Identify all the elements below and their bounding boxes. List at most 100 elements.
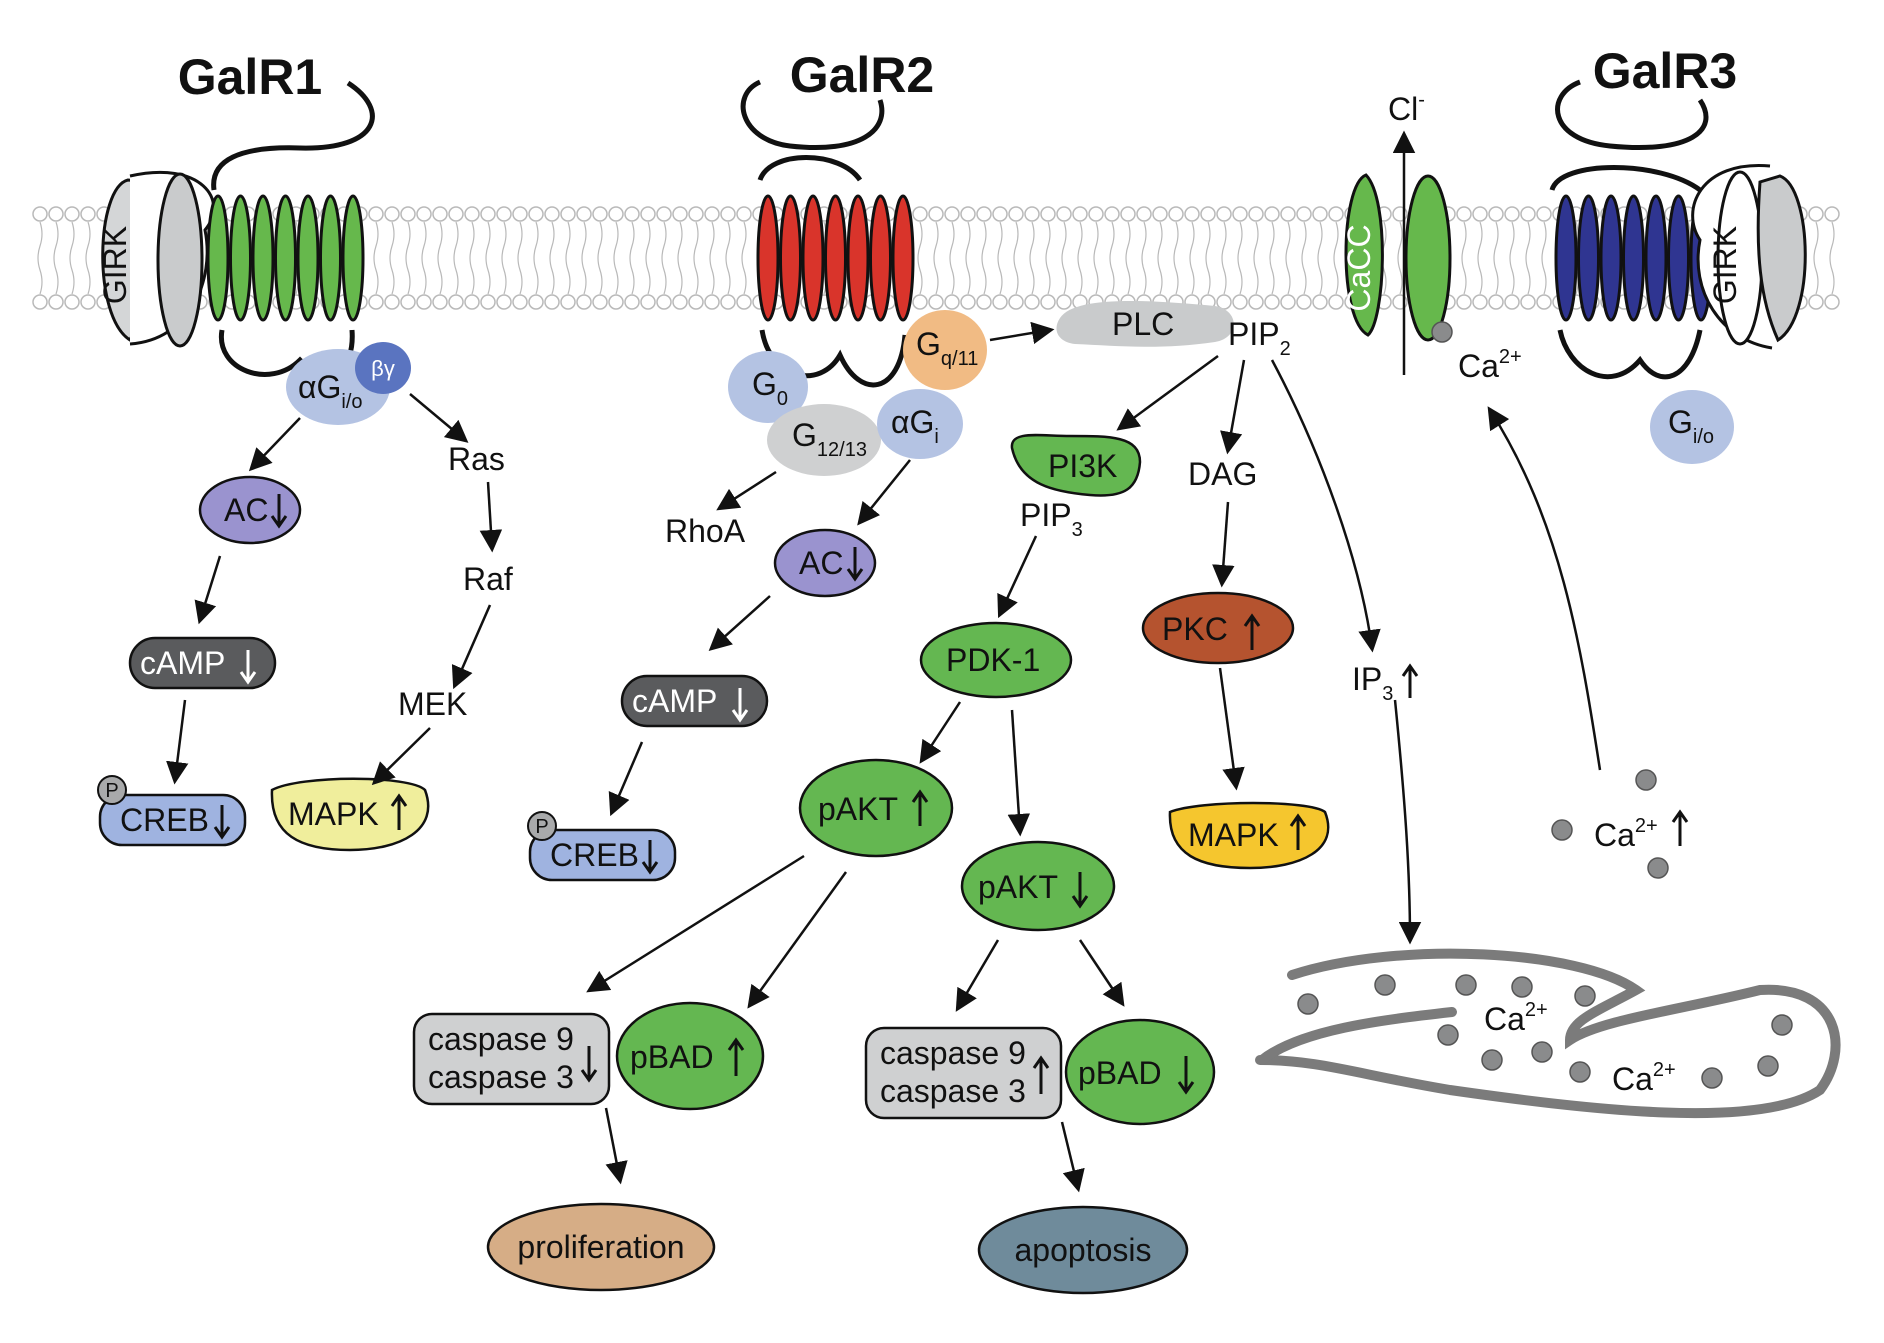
plc-node bbox=[1056, 300, 1234, 347]
ip3-up-arrow bbox=[1401, 663, 1419, 698]
galr2-title: GalR2 bbox=[790, 47, 935, 103]
cacc-channel: CaCC bbox=[1341, 130, 1453, 375]
pakt-up-label: pAKT bbox=[818, 791, 898, 827]
g0-label: G0 bbox=[752, 366, 788, 410]
alpha-gi-label: αGi bbox=[891, 404, 939, 448]
pkc-node bbox=[1141, 591, 1295, 665]
ac-label-2: AC bbox=[799, 545, 843, 581]
dag-label: DAG bbox=[1188, 456, 1257, 492]
pip2-label: PIP2 bbox=[1228, 316, 1291, 360]
galr3-extracellular-loop bbox=[1549, 165, 1702, 193]
creb-down-arrow-2 bbox=[641, 840, 659, 875]
galr3-extracellular-loop-top bbox=[1555, 79, 1709, 151]
galr3-title: GalR3 bbox=[1593, 43, 1738, 99]
beta-gamma-label: βγ bbox=[371, 356, 395, 381]
endoplasmic-reticulum bbox=[1255, 948, 1841, 1119]
mapk-up-arrow-1 bbox=[390, 793, 408, 830]
caspase9-label-1: caspase 9 bbox=[428, 1021, 574, 1057]
galr2-extracellular-loop bbox=[757, 155, 863, 182]
caspase3-label-2: caspase 3 bbox=[880, 1073, 1026, 1109]
galr3-helix-6 bbox=[1667, 194, 1690, 322]
galr2-extracellular-loop-top bbox=[740, 79, 885, 150]
alpha-gio-label: αGi/o bbox=[298, 369, 363, 413]
proliferation-label: proliferation bbox=[517, 1229, 684, 1265]
creb-down-arrow-1 bbox=[213, 805, 231, 840]
er-calcium-label-1: Ca2+ bbox=[1484, 999, 1548, 1037]
galr3-helices bbox=[1554, 194, 1713, 322]
g0-node bbox=[728, 351, 808, 423]
galr2-helix-1 bbox=[756, 194, 780, 322]
galr2-helix-4 bbox=[824, 194, 847, 322]
pbad-up-arrow bbox=[727, 1037, 745, 1076]
mapk-label-1: MAPK bbox=[288, 796, 379, 832]
g1213-label: G12/13 bbox=[792, 417, 867, 461]
girk-channel-2: GIRK bbox=[1691, 164, 1807, 350]
galr3-helix-2 bbox=[1577, 194, 1600, 322]
galr2-helix-5 bbox=[846, 194, 870, 322]
er-calcium-dots bbox=[1297, 974, 1793, 1089]
pkc-label: PKC bbox=[1162, 611, 1228, 647]
cacc-calcium-dot bbox=[1431, 321, 1453, 343]
pi3k-label: PI3K bbox=[1048, 448, 1117, 484]
pakt-down-arrow bbox=[1071, 872, 1089, 909]
caspase-node-2 bbox=[864, 1026, 1063, 1120]
cytosolic-calcium-dots bbox=[1551, 769, 1669, 879]
creb-node-1 bbox=[98, 793, 247, 847]
alpha-gi-node bbox=[877, 389, 963, 459]
calcium-up-arrow bbox=[1671, 809, 1689, 846]
ac-node-1 bbox=[198, 475, 302, 545]
camp-node-1 bbox=[128, 636, 277, 690]
ac-node-2 bbox=[773, 528, 877, 598]
mapk-label-2: MAPK bbox=[1188, 817, 1279, 853]
galr2-helix-2 bbox=[779, 194, 802, 322]
pbad-down-node bbox=[1064, 1018, 1216, 1126]
galr3-helix-4 bbox=[1622, 194, 1645, 322]
galr1-title: GalR1 bbox=[178, 49, 323, 105]
gq11-node bbox=[903, 310, 987, 390]
galr2-helix-6 bbox=[869, 194, 892, 322]
calcium-label-cacc: Ca2+ bbox=[1458, 346, 1522, 384]
galr3-helix-1 bbox=[1554, 194, 1578, 322]
galr1-helix-5 bbox=[296, 194, 320, 322]
galr2-helix-3 bbox=[801, 194, 825, 322]
ip3-label: IP3 bbox=[1352, 661, 1393, 705]
apoptosis-label: apoptosis bbox=[1015, 1232, 1152, 1268]
rhoa-label: RhoA bbox=[665, 513, 746, 549]
calcium-rise-label: Ca2+ bbox=[1594, 815, 1658, 853]
galr1-extracellular-loop bbox=[211, 80, 375, 191]
galr1-helix-3 bbox=[251, 194, 275, 322]
creb-label-2: CREB bbox=[550, 837, 639, 873]
galr1-helix-4 bbox=[274, 194, 297, 322]
galr2-arrows bbox=[586, 321, 1602, 1193]
galr2-helices bbox=[756, 194, 915, 322]
gq11-label: Gq/11 bbox=[916, 326, 978, 370]
pakt-up-arrow bbox=[911, 789, 929, 826]
cacc-label: CaCC bbox=[1341, 224, 1377, 311]
galr1-helix-7 bbox=[341, 194, 365, 322]
caspase-down-arrow-1 bbox=[580, 1046, 598, 1083]
mapk-up-arrow-2 bbox=[1289, 813, 1307, 850]
ac-down-arrow-2 bbox=[846, 547, 864, 582]
phospho-badge-1 bbox=[97, 775, 127, 805]
galr3-receptor: GIRK GalR3 bbox=[1549, 43, 1807, 380]
galr1-helix-1 bbox=[206, 194, 230, 322]
pdk1-node bbox=[919, 621, 1073, 699]
gio3-label: Gi/o bbox=[1668, 404, 1714, 448]
beta-gamma-node bbox=[355, 342, 411, 394]
pbad-down-label: pBAD bbox=[1078, 1055, 1162, 1091]
ac-down-arrow-1 bbox=[270, 494, 288, 529]
galr3-intracellular-loop bbox=[1557, 329, 1703, 380]
phospho-label-1: P bbox=[105, 780, 118, 802]
caspase9-label-2: caspase 9 bbox=[880, 1035, 1026, 1071]
girk-label-2: GIRK bbox=[1707, 226, 1743, 304]
raf-label: Raf bbox=[463, 561, 513, 597]
girk-channel-1: GIRK bbox=[97, 170, 216, 348]
galr3-helix-5 bbox=[1644, 194, 1668, 322]
mapk-node-1 bbox=[270, 777, 430, 852]
camp-label-1: cAMP bbox=[140, 645, 225, 681]
chloride-label: Cl- bbox=[1388, 89, 1425, 127]
proliferation-node bbox=[486, 1202, 716, 1292]
caspase-node-1 bbox=[412, 1012, 611, 1106]
